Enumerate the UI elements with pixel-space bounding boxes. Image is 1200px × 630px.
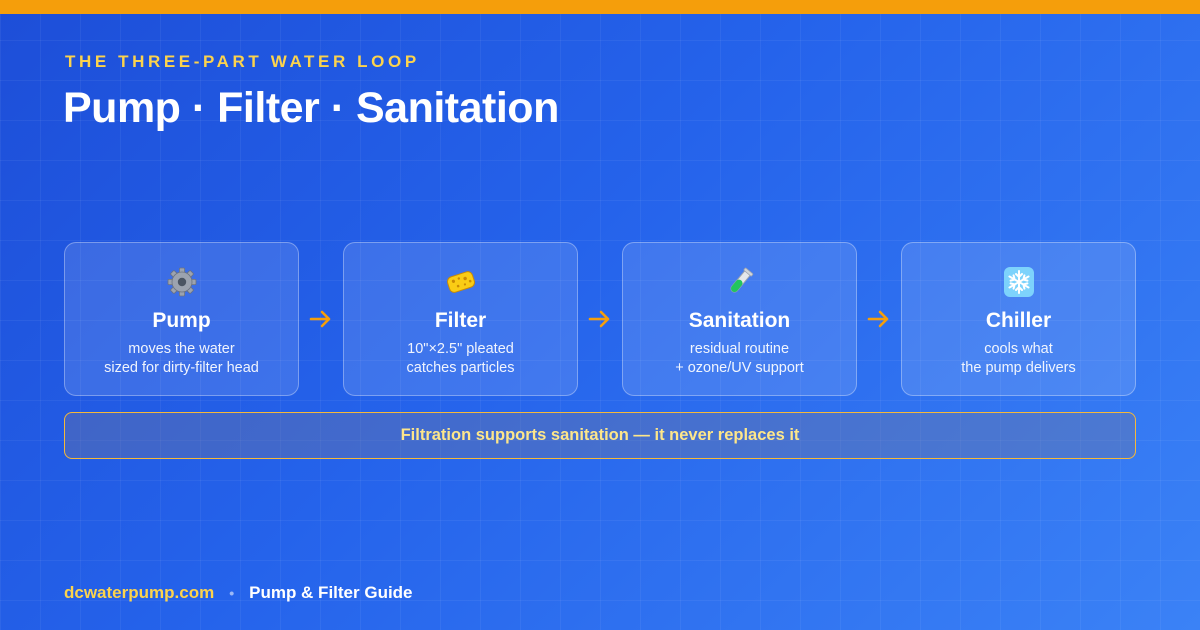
snowflake-icon	[902, 265, 1135, 299]
eyebrow-label: THE THREE-PART WATER LOOP	[65, 52, 420, 71]
step-description-line: + ozone/UV support	[675, 360, 804, 376]
sponge-icon	[344, 265, 577, 299]
arrow-right-icon	[857, 304, 901, 334]
step-title: Chiller	[985, 309, 1052, 332]
arrow-right-icon	[578, 304, 622, 334]
footer: dcwaterpump.com • Pump & Filter Guide	[64, 583, 413, 603]
step-title: Filter	[434, 309, 487, 332]
step-description-line: 10"×2.5" pleated	[407, 341, 514, 357]
arrow-right-icon	[299, 304, 343, 334]
step-description-line: residual routine	[689, 341, 790, 357]
step-card-chiller: Chiller cools what the pump delivers	[901, 242, 1136, 396]
loop-steps: Pump moves the water sized for dirty-fil…	[64, 242, 1136, 396]
top-accent-bar	[0, 0, 1200, 14]
test-tube-icon	[623, 265, 856, 299]
gear-icon	[65, 265, 298, 299]
step-title: Sanitation	[688, 309, 791, 332]
callout-text: Filtration supports sanitation — it neve…	[400, 426, 800, 444]
page-title: Pump · Filter · Sanitation	[63, 84, 559, 132]
footer-separator: •	[229, 585, 235, 601]
step-description-line: cools what	[984, 341, 1053, 357]
step-description-line: catches particles	[406, 360, 515, 376]
step-description-line: the pump delivers	[961, 360, 1076, 376]
step-description-line: moves the water	[128, 341, 235, 357]
callout-banner: Filtration supports sanitation — it neve…	[64, 412, 1136, 459]
footer-guide-title: Pump & Filter Guide	[249, 583, 413, 602]
step-description-line: sized for dirty-filter head	[104, 360, 259, 376]
footer-site-link[interactable]: dcwaterpump.com	[64, 583, 215, 602]
step-card-sanitation: Sanitation residual routine + ozone/UV s…	[622, 242, 857, 396]
step-card-filter: Filter 10"×2.5" pleated catches particle…	[343, 242, 578, 396]
step-card-pump: Pump moves the water sized for dirty-fil…	[64, 242, 299, 396]
step-title: Pump	[152, 309, 211, 332]
